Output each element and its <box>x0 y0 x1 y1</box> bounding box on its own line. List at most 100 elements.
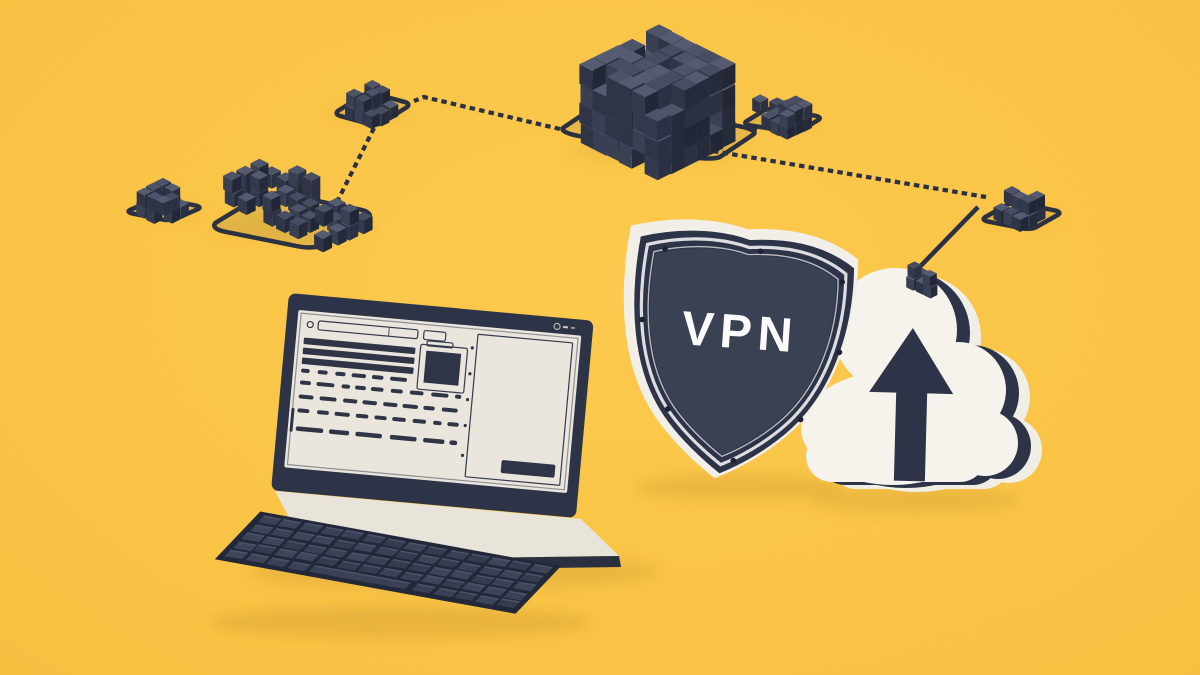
voxel-face <box>288 169 298 188</box>
voxel-face <box>529 570 548 577</box>
window-control-icon <box>570 326 576 330</box>
divider-dot <box>463 423 467 428</box>
data-node-cluster-left-small <box>136 177 189 224</box>
voxel-face <box>618 142 632 169</box>
voxel-face <box>282 547 302 553</box>
voxel-face <box>592 109 606 136</box>
voxel-face <box>592 90 606 117</box>
voxel-face <box>266 536 285 541</box>
voxel-face <box>375 553 394 559</box>
voxel-face <box>311 541 330 548</box>
data-node-cluster-left-large <box>223 158 373 253</box>
network <box>125 24 1063 253</box>
voxel-face <box>632 90 646 117</box>
vpn-shield: VPN <box>623 219 859 479</box>
voxel-face <box>433 566 453 572</box>
placeholder-dash <box>390 376 408 382</box>
scrollbar-thumb <box>289 407 295 432</box>
voxel-face <box>459 591 478 596</box>
voxel-face <box>282 519 302 524</box>
voxel-face <box>412 562 432 568</box>
voxel-face <box>428 546 448 551</box>
voxel-face <box>710 129 724 155</box>
voxel-face <box>146 195 155 212</box>
voxel-face <box>363 98 372 114</box>
voxel-face <box>241 538 260 545</box>
divider-dot <box>465 398 470 402</box>
voxel-face <box>579 64 593 91</box>
shield-silver-border-inner <box>647 245 839 458</box>
voxel-face <box>923 284 931 299</box>
placeholder-dash <box>334 411 350 417</box>
voxel-face <box>512 588 532 594</box>
voxel-face <box>461 588 481 595</box>
voxel-face <box>232 175 242 194</box>
voxel-face <box>787 113 796 130</box>
voxel-face <box>471 553 491 559</box>
voxel-face <box>337 567 356 573</box>
data-node-cluster-center <box>579 24 736 181</box>
voxel-face <box>671 128 685 155</box>
voxel-face <box>259 175 269 194</box>
voxel-face <box>1029 212 1038 229</box>
voxel-face <box>512 560 532 565</box>
voxel-face <box>492 557 511 562</box>
voxel-face <box>229 549 249 555</box>
voxel-face <box>311 176 321 195</box>
thumbnail-frame <box>416 343 469 394</box>
voxel-face <box>287 540 307 545</box>
voxel-face <box>709 69 723 96</box>
voxel-face <box>683 142 697 169</box>
voxel-face <box>380 546 399 551</box>
voxel-face <box>315 208 325 227</box>
voxel-face <box>387 538 407 543</box>
voxel-face <box>382 89 390 106</box>
address-bar-segment <box>422 329 447 342</box>
voxel-face <box>382 544 402 551</box>
voxel-face <box>907 264 915 279</box>
voxel-face <box>722 121 736 148</box>
rivet <box>797 416 804 423</box>
voxel-face <box>289 221 299 240</box>
voxel-face <box>476 574 495 580</box>
voxel-face <box>408 542 428 547</box>
voxel-face <box>618 103 632 129</box>
voxel-face <box>436 564 455 571</box>
heading-bar <box>302 347 415 365</box>
placeholder-dash <box>355 431 382 439</box>
placeholder-dash <box>423 437 445 445</box>
shield-label: VPN <box>680 302 800 363</box>
voxel-face <box>1020 199 1029 216</box>
voxel-face <box>262 515 282 520</box>
voxel-face <box>416 583 436 588</box>
voxel-face <box>345 558 365 565</box>
voxel-face <box>403 548 422 555</box>
voxel-face <box>483 566 503 571</box>
voxel-face <box>323 234 333 253</box>
heading-bar <box>301 357 414 375</box>
voxel-face <box>915 280 923 295</box>
placeholder-dash <box>351 373 366 379</box>
voxel-face <box>246 532 265 537</box>
voxel-face <box>794 107 803 124</box>
voxel-face <box>287 568 306 574</box>
voxel-face <box>172 207 180 224</box>
voxel-face <box>249 531 269 537</box>
voxel-face <box>271 557 290 562</box>
voxel-face <box>606 76 620 103</box>
voxel-face <box>366 562 385 568</box>
voxel-face <box>779 113 788 130</box>
placeholder-dash <box>383 402 398 408</box>
voxel-face <box>1037 194 1045 211</box>
cloud-group <box>801 205 1042 492</box>
voxel-face <box>313 565 411 584</box>
voxel-face <box>407 569 427 576</box>
voxel-face <box>372 92 381 109</box>
voxel-face <box>618 121 632 148</box>
voxel-face <box>644 135 658 162</box>
placeholder-dash <box>433 420 442 426</box>
voxel-face <box>579 102 593 129</box>
voxel-face <box>163 199 172 216</box>
voxel-face <box>433 594 453 600</box>
voxel-face <box>171 196 180 213</box>
